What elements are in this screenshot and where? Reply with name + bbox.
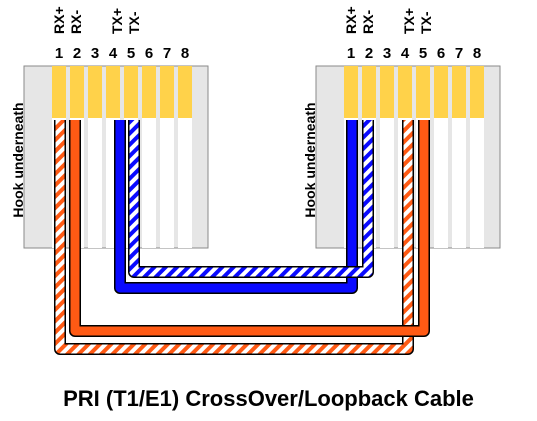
right-pin-number-1: 1 bbox=[347, 45, 355, 62]
wire-orange-white-striped-fill bbox=[55, 120, 413, 354]
right-hook-label: Hook underneath bbox=[302, 102, 318, 217]
left-pin-number-4: 4 bbox=[109, 45, 118, 62]
left-pin-number-7: 7 bbox=[163, 45, 171, 62]
left-pin-number-3: 3 bbox=[91, 45, 99, 62]
wire-solid-blue-fill bbox=[115, 120, 357, 293]
left-pin-contact-4 bbox=[106, 66, 120, 118]
right-pin-contact-6 bbox=[434, 66, 448, 118]
left-hook-label: Hook underneath bbox=[10, 102, 26, 217]
wire-blue-white-striped-fill bbox=[129, 120, 373, 277]
right-pin-contact-1 bbox=[344, 66, 358, 118]
right-pin-number-3: 3 bbox=[383, 45, 391, 62]
left-pin-number-5: 5 bbox=[127, 45, 135, 62]
left-pin-contact-5 bbox=[124, 66, 138, 118]
right-pin-contact-4 bbox=[398, 66, 412, 118]
left-pin-contact-6 bbox=[142, 66, 156, 118]
right-pin-contact-8 bbox=[470, 66, 484, 118]
left-pin-contact-2 bbox=[70, 66, 84, 118]
right-signal-tx-minus: TX- bbox=[418, 11, 434, 34]
right-pin-contact-7 bbox=[452, 66, 466, 118]
left-signal-rx-plus: RX+ bbox=[51, 6, 67, 34]
right-signal-tx-plus: TX+ bbox=[401, 8, 417, 34]
right-pin-number-2: 2 bbox=[365, 45, 373, 62]
diagram-caption: PRI (T1/E1) CrossOver/Loopback Cable bbox=[63, 386, 474, 411]
left-pin-number-6: 6 bbox=[145, 45, 153, 62]
left-signal-tx-minus: TX- bbox=[126, 11, 142, 34]
left-pin-contact-3 bbox=[88, 66, 102, 118]
left-pin-contact-1 bbox=[52, 66, 66, 118]
right-pin-contact-2 bbox=[362, 66, 376, 118]
right-pin-number-6: 6 bbox=[437, 45, 445, 62]
left-pin-contact-8 bbox=[178, 66, 192, 118]
left-pin-number-1: 1 bbox=[55, 45, 63, 62]
right-pin-number-8: 8 bbox=[473, 45, 481, 62]
right-pin-contact-5 bbox=[416, 66, 430, 118]
right-pin-number-5: 5 bbox=[419, 45, 427, 62]
left-signal-tx-plus: TX+ bbox=[109, 8, 125, 34]
wire-solid-orange-fill bbox=[70, 120, 429, 336]
right-pin-number-7: 7 bbox=[455, 45, 463, 62]
right-pin-number-4: 4 bbox=[401, 45, 410, 62]
right-pin-contact-3 bbox=[380, 66, 394, 118]
right-signal-rx-minus: RX- bbox=[360, 10, 376, 34]
right-signal-rx-plus: RX+ bbox=[343, 6, 359, 34]
left-pin-number-2: 2 bbox=[73, 45, 81, 62]
left-signal-rx-minus: RX- bbox=[68, 10, 84, 34]
left-pin-number-8: 8 bbox=[181, 45, 189, 62]
left-pin-contact-7 bbox=[160, 66, 174, 118]
